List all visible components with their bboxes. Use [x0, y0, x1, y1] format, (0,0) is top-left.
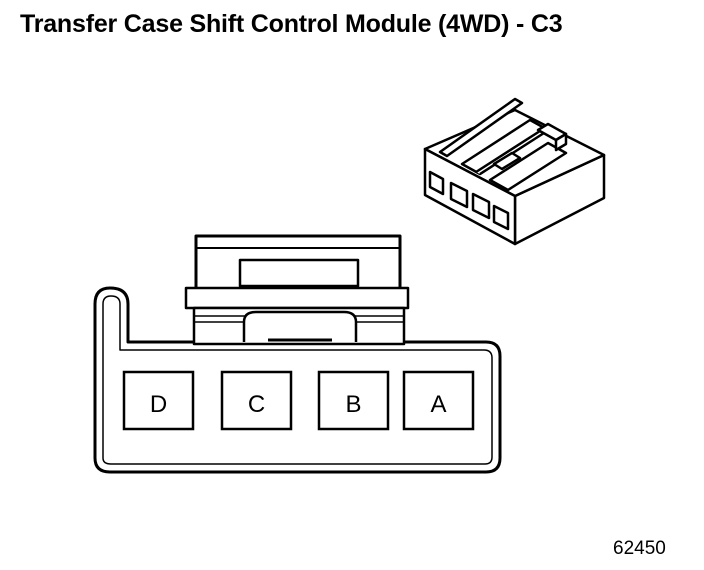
pin-label-a: A [430, 391, 446, 418]
connector-body [93, 286, 502, 474]
pin-cavities [122, 370, 475, 431]
pin-cavity-a [402, 370, 475, 431]
pin-label-b: B [345, 391, 361, 418]
mating-connector-illustration [423, 97, 606, 246]
figure-number: 62450 [613, 538, 666, 559]
pin-cavity-b [317, 370, 390, 431]
pin-label-d: D [150, 391, 167, 418]
pin-cavity-d [122, 370, 195, 431]
connector-latch [184, 234, 410, 346]
diagram-title: Transfer Case Shift Control Module (4WD)… [20, 10, 563, 38]
pin-label-c: C [248, 391, 265, 418]
pin-cavity-c [220, 370, 293, 431]
pin-labels: D C B A [150, 391, 447, 418]
